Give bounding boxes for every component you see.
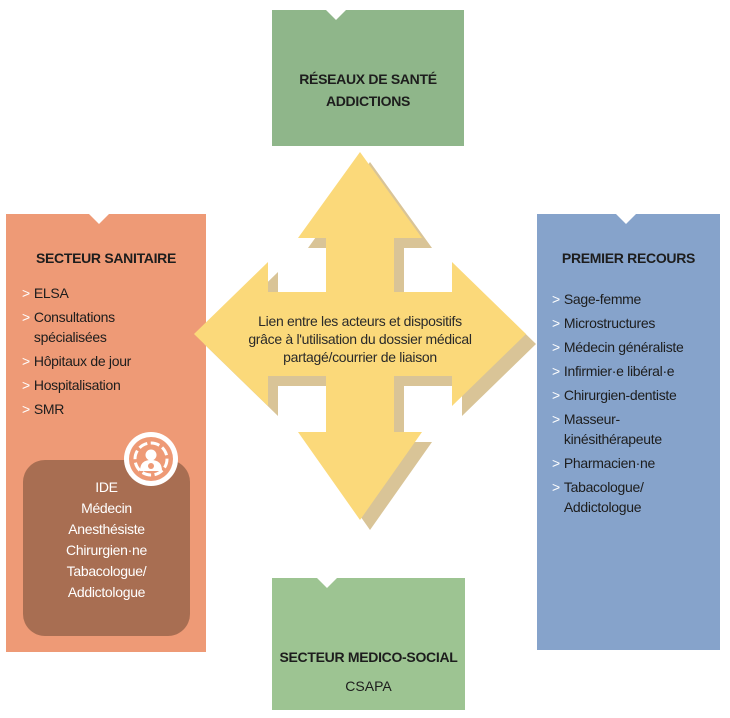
bottom-box-shape (272, 578, 465, 710)
list-item: >Pharmacien·ne (552, 455, 655, 471)
list-item: >Microstructures (552, 315, 656, 331)
left-box-title: SECTEUR SANITAIRE (35, 250, 177, 266)
list-item: >Sage-femme (552, 291, 642, 307)
staff-box-shape (23, 460, 190, 636)
four-way-arrow (194, 152, 526, 520)
medical-staff-badge-icon (124, 432, 178, 486)
right-box-title: PREMIER RECOURS (561, 250, 696, 266)
top-box-title-line2: ADDICTIONS (325, 93, 411, 109)
staff-line: Anesthésiste (68, 521, 145, 537)
center-caption-line1: Lien entre les acteurs et dispositifs (258, 313, 462, 329)
list-item: >SMR (22, 401, 65, 417)
bottom-box-title: SECTEUR MEDICO-SOCIAL (279, 649, 458, 665)
list-item: >Médecin généraliste (552, 339, 684, 355)
top-box-title-line1: RÉSEAUX DE SANTÉ (299, 71, 437, 87)
center-caption: Lien entre les acteurs et dispositifs gr… (236, 312, 484, 366)
list-item: >Tabacologue/ Addictologue (552, 479, 644, 515)
bottom-box-subtitle: CSAPA (345, 678, 392, 694)
staff-line: Addictologue (67, 584, 146, 600)
right-box-shape (537, 214, 720, 650)
top-box-title: RÉSEAUX DE SANTÉ ADDICTIONS (272, 68, 464, 112)
staff-list: IDE Médecin Anesthésiste Chirurgien·ne T… (23, 477, 190, 603)
staff-line: Médecin (81, 500, 132, 516)
right-box-list: >Sage-femme >Microstructures >Médecin gé… (552, 289, 717, 521)
center-caption-line3: partagé/courrier de liaison (283, 349, 437, 365)
staff-line: IDE (95, 479, 118, 495)
top-box-shape (272, 10, 464, 146)
staff-line: Tabacologue/ (66, 563, 147, 579)
list-item: >Chirurgien-dentiste (552, 387, 677, 403)
staff-line: Chirurgien·ne (66, 542, 147, 558)
list-item: >Infirmier·e libéral·e (552, 363, 675, 379)
list-item: >Masseur-kinésithérapeute (552, 411, 662, 447)
list-item: >Hôpitaux de jour (22, 353, 132, 369)
center-caption-line2: grâce à l'utilisation du dossier médical (248, 331, 472, 347)
list-item: >Hospitalisation (22, 377, 121, 393)
list-item: >ELSA (22, 285, 69, 301)
left-box-list: >ELSA >Consultations spécialisées >Hôpit… (22, 283, 202, 423)
list-item: >Consultations spécialisées (22, 309, 115, 345)
